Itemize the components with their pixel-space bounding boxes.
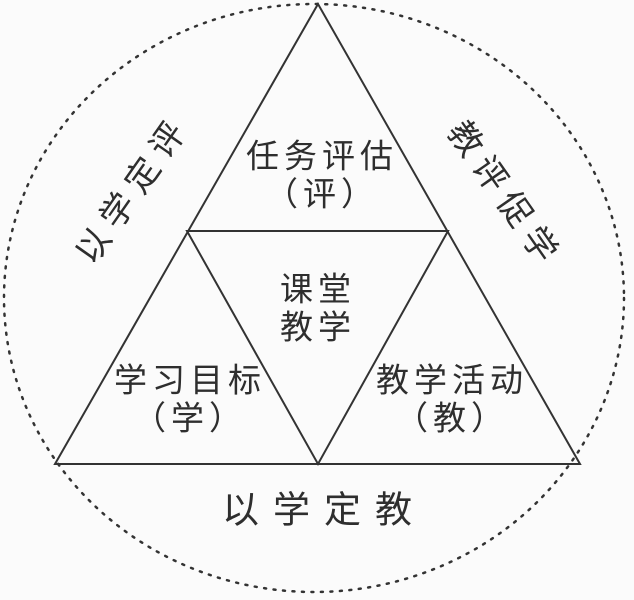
center-triangle-label-line2: 教学 <box>280 308 356 347</box>
inner-inverted-triangle <box>185 230 450 467</box>
center-triangle-label-line1: 课堂 <box>280 269 356 309</box>
bottom-right-triangle-label-line1: 教学活动 <box>376 360 528 400</box>
bottom-left-triangle-label-line2: （学） <box>133 399 247 438</box>
dotted-boundary-circle <box>2 2 626 594</box>
bottom-left-triangle-label-line1: 学习目标 <box>114 360 266 400</box>
top-triangle-label-line1: 任务评估 <box>246 136 398 176</box>
ring-label-bottom: 以学定教 <box>222 488 426 532</box>
top-triangle-label-line2: （评） <box>265 175 379 214</box>
bottom-right-triangle-label: 教学活动 （教） <box>376 360 528 439</box>
top-triangle-label: 任务评估 （评） <box>246 136 398 215</box>
center-triangle-label: 课堂 教学 <box>280 269 356 348</box>
bottom-right-triangle-label-line2: （教） <box>395 399 509 438</box>
bottom-left-triangle-label: 学习目标 （学） <box>114 360 266 439</box>
